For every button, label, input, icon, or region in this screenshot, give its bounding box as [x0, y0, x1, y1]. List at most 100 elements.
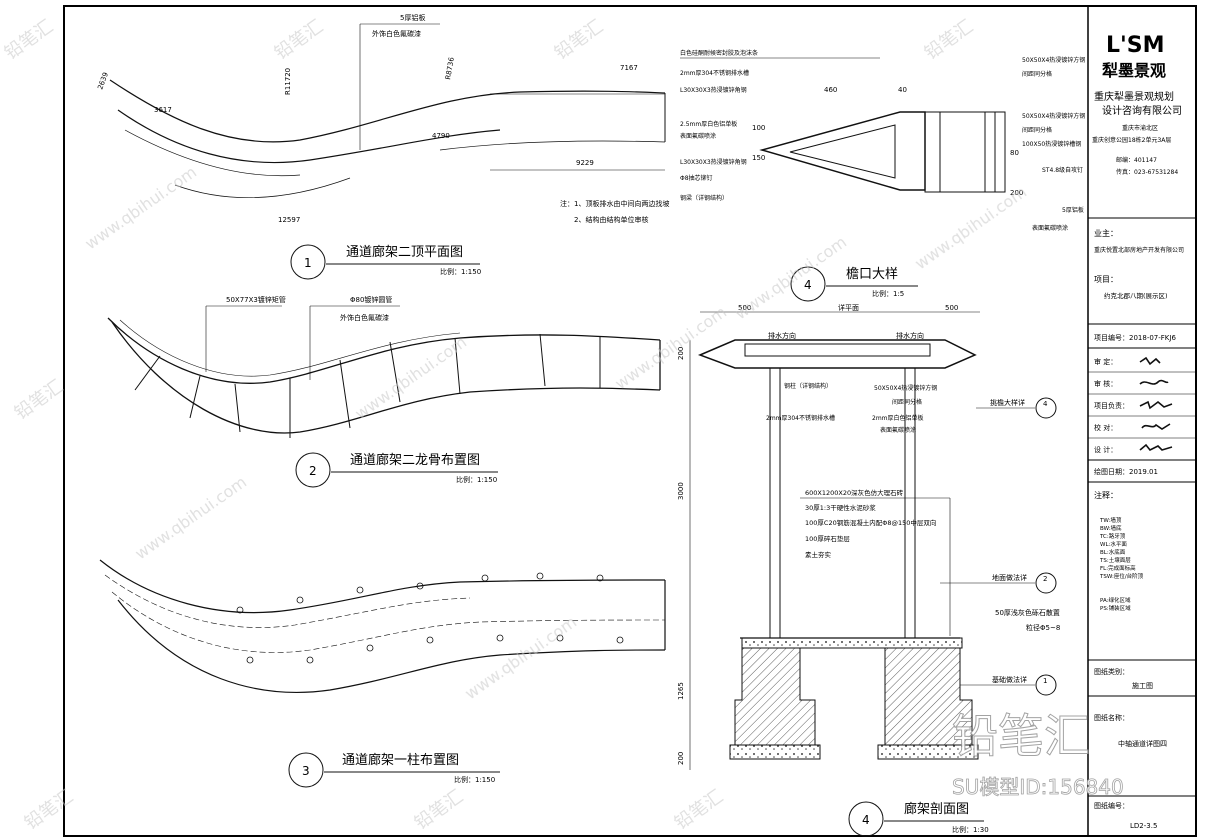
company-address: 重庆创意公园18栋2单元3A层 — [1092, 136, 1171, 144]
eave-label: 表面氟碳喷涂 — [680, 132, 716, 140]
ref-mark — [1035, 397, 1057, 419]
watermark-url: www.qbihui.com — [131, 472, 250, 563]
drawing-number-circle — [295, 452, 331, 488]
section-label: 50X50X4热浸镀锌方钢 — [874, 384, 937, 392]
eave-label: 钢梁（详钢结构） — [680, 194, 728, 202]
watermark-url: www.qbihui.com — [911, 182, 1030, 273]
dim-label: 12597 — [278, 216, 300, 224]
dim-label: 1265 — [677, 682, 685, 700]
drawing-type-value: 施工图 — [1132, 681, 1153, 690]
drawing-title: 通道廊架一柱布置图 — [342, 752, 459, 768]
drawing-scale: 比例：1:30 — [952, 825, 989, 834]
drawing-type-label: 图纸类别： — [1094, 667, 1129, 676]
drawing-name-value: 中轴通道详图四 — [1118, 739, 1167, 748]
detail-4-eave: 白色硅酮耐候密封胶及泡沫条 2mm厚304不锈钢排水槽 L30X30X3热浸镀锌… — [680, 49, 1085, 302]
section-label: 表面氟碳喷涂 — [880, 426, 916, 434]
layer-label: 30厚1:3干硬性水泥砂浆 — [805, 503, 876, 512]
eave-label: 间距同分格 — [1022, 126, 1052, 134]
dim-label: R11720 — [284, 68, 292, 95]
drawing-date: 绘图日期：2019.01 — [1094, 467, 1158, 476]
material-label: 外饰白色氟碳漆 — [340, 313, 389, 322]
role-label: 校 对： — [1094, 423, 1117, 432]
watermark-brand: 铅笔汇 — [411, 786, 467, 834]
drawing-number: 4 — [804, 278, 812, 292]
dim-label: 4790 — [432, 132, 450, 140]
drawing-no-label: 图纸编号： — [1094, 801, 1129, 810]
watermark-brand: 铅笔汇 — [1, 16, 57, 64]
role-label: 审 定： — [1094, 357, 1117, 366]
layer-label: 600X1200X20深灰色仿大理石砖 — [805, 488, 904, 497]
company-postcode: 邮编：401147 — [1116, 156, 1157, 164]
eave-label: 表面氟碳喷涂 — [1032, 224, 1068, 232]
dim-label: 200 — [1010, 189, 1023, 197]
watermark-layer: www.qbihui.com www.qbihui.com www.qbihui… — [1, 16, 1030, 834]
watermark-brand-large: 铅笔汇 — [952, 709, 1090, 763]
eave-label: 白色硅酮耐候密封胶及泡沫条 — [680, 49, 758, 57]
dim-label: 100 — [752, 124, 765, 132]
dim-label: 200 — [677, 347, 685, 360]
note-line: FL:完成面标高 — [1100, 564, 1136, 572]
drawing-title: 廊架剖面图 — [904, 801, 969, 817]
dim-label: 40 — [898, 86, 907, 94]
ref-label: 粒径Φ5~8 — [1026, 623, 1060, 632]
note-line: WL:水平面 — [1100, 540, 1127, 548]
role-label: 设 计： — [1094, 445, 1117, 454]
section-4-pavilion: 500 详平面 500 200 3000 1265 200 排水方向 排水方向 … — [677, 303, 1060, 837]
note-line: PA:绿化区域 — [1100, 596, 1131, 604]
plan-2-framing: 50X77X3镀锌矩管 Φ80镀锌圆管 外饰白色氟碳漆 2 通道廊架二龙骨布置图… — [107, 295, 661, 488]
section-label: 2mm厚白色铝单板 — [872, 414, 924, 422]
layer-label: 100厚C20钢筋混凝土内配Φ8@150中层双向 — [805, 518, 936, 527]
drawing-title: 通道廊架二顶平面图 — [346, 244, 463, 260]
owner-value: 重庆悦置北部房地产开发有限公司 — [1094, 246, 1184, 254]
title-block: L'SM 犁墨景观 重庆犁墨景观规划 设计咨询有限公司 重庆市渝北区 重庆创意公… — [1088, 33, 1196, 830]
drawing-title: 檐口大样 — [846, 267, 898, 282]
company-phone: 传真：023-67531284 — [1116, 168, 1178, 176]
material-label: 外饰白色氟碳漆 — [372, 29, 421, 38]
eave-label: 2.5mm厚白色铝单板 — [680, 120, 737, 128]
watermark-brand: 铅笔汇 — [21, 786, 77, 834]
dim-label: 3000 — [677, 482, 685, 500]
ref-label: 50厚浅灰色砾石散置 — [995, 608, 1060, 617]
drawing-title: 通道廊架二龙骨布置图 — [350, 452, 480, 468]
section-label: 2mm厚304不锈钢排水槽 — [766, 414, 835, 422]
project-label: 项目： — [1094, 275, 1118, 284]
material-label: Φ80镀锌圆管 — [350, 295, 392, 304]
drawing-scale: 比例：1:150 — [456, 475, 497, 484]
watermark-url: www.qbihui.com — [611, 302, 730, 393]
note-line: TS:土壤面层 — [1099, 556, 1131, 564]
dim-label: 500 — [738, 304, 751, 312]
ref-mark-number: 4 — [1043, 400, 1048, 408]
dim-label: 7167 — [620, 64, 638, 72]
eave-label: 5厚铝板 — [1062, 206, 1084, 214]
layer-label: 素土夯实 — [805, 550, 832, 559]
owner-label: 业主： — [1094, 228, 1118, 238]
project-number: 项目编号：2018-07-FKJ6 — [1094, 333, 1176, 342]
watermark-overlay: 铅笔汇 SU模型ID:156840 — [952, 709, 1125, 800]
project-value: 约克北郡八期(展示区) — [1104, 291, 1168, 300]
role-label: 项目负责： — [1094, 401, 1129, 410]
material-label: 5厚铝板 — [400, 13, 425, 22]
sheet-border — [63, 5, 1197, 837]
company-address: 重庆市渝北区 — [1122, 124, 1158, 132]
ref-mark — [1035, 572, 1057, 594]
drawing-number-circle — [790, 266, 826, 302]
watermark-brand: 铅笔汇 — [671, 786, 727, 834]
eave-label: 50X50X4热浸镀锌方钢 — [1022, 112, 1085, 120]
plan-note: 2、结构由结构单位审核 — [574, 215, 648, 224]
note-line: BL:水底面 — [1100, 548, 1126, 556]
dim-label: 9229 — [576, 159, 594, 167]
ref-mark — [1035, 674, 1057, 696]
ref-mark-number: 1 — [1043, 677, 1047, 685]
drawing-number: 2 — [309, 464, 317, 478]
dim-label: 500 — [945, 304, 958, 312]
watermark-brand: 铅笔汇 — [11, 376, 67, 424]
eave-label: L30X30X3热浸镀锌角钢 — [680, 158, 747, 166]
company-name: 设计咨询有限公司 — [1102, 104, 1182, 117]
dim-label: R8736 — [444, 56, 456, 80]
drawing-scale: 比例：1:150 — [454, 775, 495, 784]
dim-label: 150 — [752, 154, 765, 162]
section-label: 排水方向 — [896, 331, 924, 340]
section-label: 钢柱（详钢结构） — [784, 382, 832, 390]
note-line: TSW:座位/台阶顶 — [1099, 572, 1144, 580]
